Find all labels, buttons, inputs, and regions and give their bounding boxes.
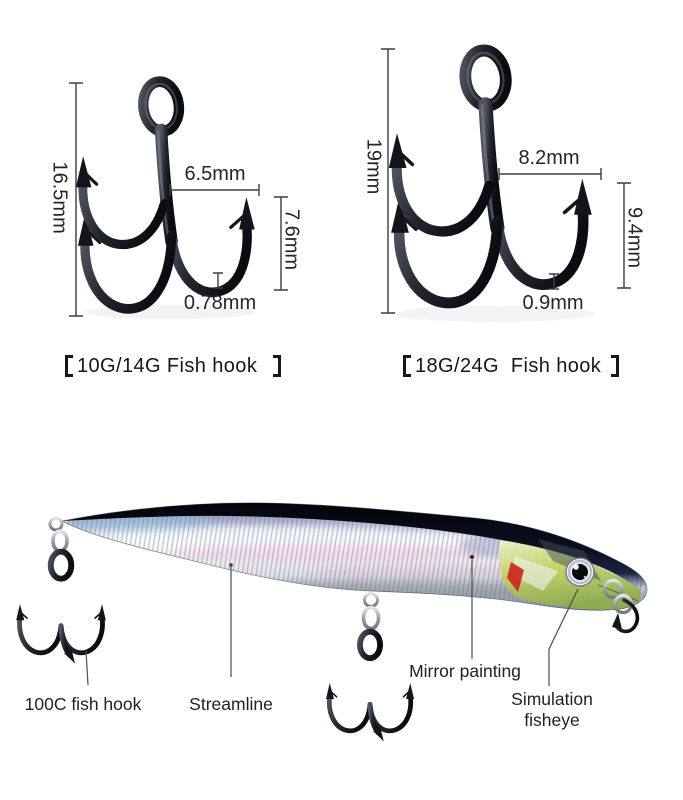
hook1-wire-diameter-label: 0.78mm [183,292,257,314]
left-lenticular-bracket [65,355,73,377]
hook1-gap-width-label: 6.5mm [184,163,246,185]
lure-black-back [62,502,646,589]
mirror-pointer-dot [469,554,475,560]
right-lenticular-bracket [273,355,282,377]
fisheye [565,557,595,587]
hook1-overall-length-label: 16.5mm [48,161,71,234]
hook2-caption-text: 18G/24G Fish hook [415,354,608,377]
treble-hook-photo-small [76,79,255,309]
streamline-pointer-dot [229,563,233,567]
mouth-hook [612,598,640,634]
hook1-point-height-label: 7.6mm [280,208,303,271]
dimension-lines [69,48,631,317]
hook2-gap-width-label: 8.2mm [518,147,580,169]
callout-label-mirror-painting: Mirror painting [409,661,521,681]
treble-hook-photo-large [389,48,592,303]
callout-leader-lines [85,560,579,686]
tail-treble-hook [16,552,106,664]
right-lenticular-bracket [611,355,620,377]
callout-label-100c-fish-hook: 100C fish hook [24,694,142,714]
hook2-point-height-label: 9.4mm [623,206,646,269]
callout-label-streamline: Streamline [189,694,273,714]
gill-plate-chrome [512,556,558,591]
lure-photo [16,502,648,742]
hook2-caption: 18G/24G Fish hook [403,354,620,378]
hook1-caption-text: 10G/14G Fish hook [77,354,270,377]
hook2-wire-diameter-label: 0.9mm [522,292,584,314]
hook2-overall-length-label: 19mm [362,138,385,195]
belly-treble-hook [326,632,414,742]
hook1-caption: 10G/14G Fish hook [65,354,282,378]
red-gill-slash [507,562,524,592]
callout-label-simulation-fisheye: Simulation fisheye [511,689,593,730]
left-lenticular-bracket [403,355,411,377]
